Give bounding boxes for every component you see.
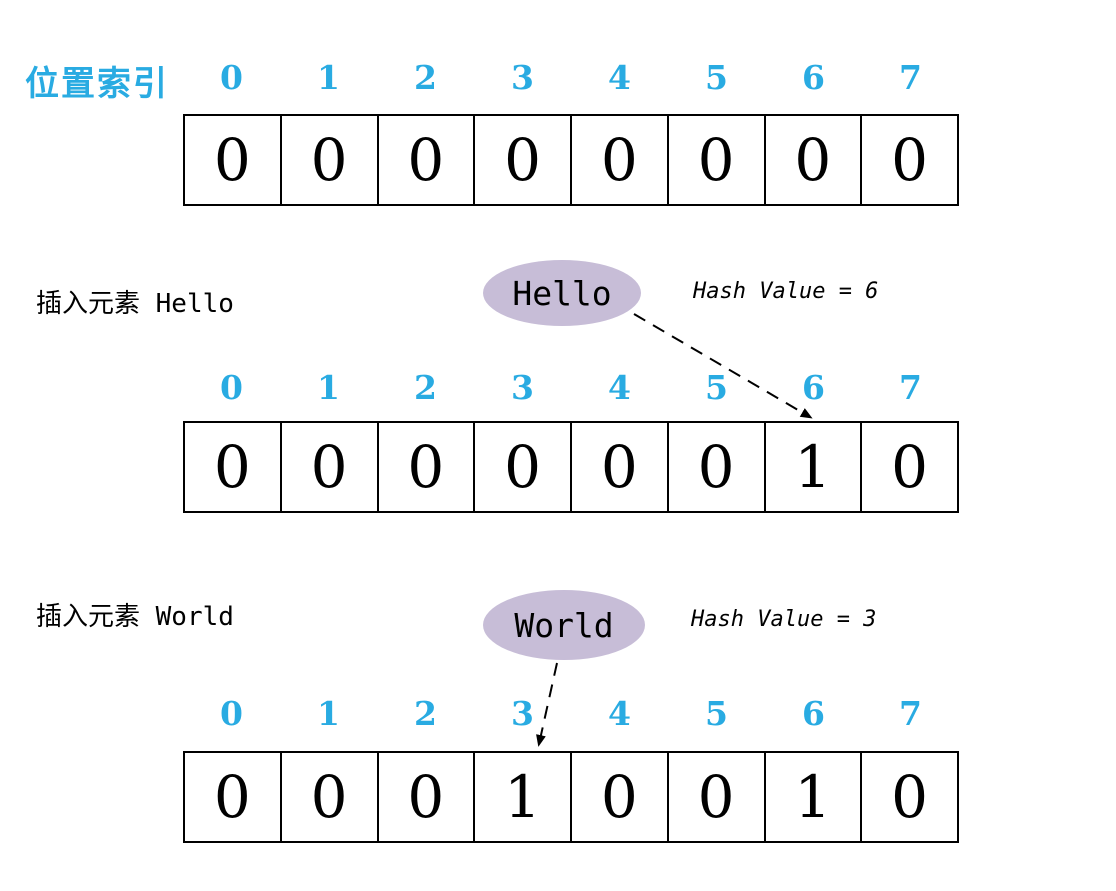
index-label: 6 [802,694,825,733]
index-label: 0 [220,368,243,407]
bit-cell: 0 [763,114,863,206]
bit-cell: 0 [666,421,766,513]
index-label: 4 [608,368,631,407]
bit-cell: 0 [279,421,379,513]
index-label: 7 [899,694,922,733]
index-label: 3 [511,368,534,407]
index-label: 7 [899,58,922,97]
bit-array-initial: 0 0 0 0 0 0 0 0 [183,114,959,206]
index-label: 6 [802,58,825,97]
bit-cell: 0 [570,751,669,843]
bit-cell: 0 [860,421,959,513]
bit-array-after-hello: 0 0 0 0 0 0 1 0 [183,421,959,513]
bit-cell: 0 [860,751,959,843]
bit-cell: 0 [570,421,669,513]
bit-cell: 0 [279,114,379,206]
bit-cell: 0 [473,114,572,206]
index-label: 1 [317,694,340,733]
bit-cell: 0 [279,751,379,843]
index-label: 6 [802,368,825,407]
index-label: 2 [414,58,437,97]
index-label: 7 [899,368,922,407]
index-row-hello: 0 1 2 3 4 5 6 7 [183,368,959,408]
index-label: 0 [220,694,243,733]
hash-value-note-world: Hash Value = 3 [691,607,877,632]
index-label: 2 [414,368,437,407]
index-label: 5 [705,58,728,97]
index-label: 1 [317,368,340,407]
index-label: 2 [414,694,437,733]
bit-cell: 0 [376,114,476,206]
hash-value-note-hello: Hash Value = 6 [693,279,879,304]
element-ellipse-world: World [483,590,645,660]
index-label: 4 [608,694,631,733]
index-row-world: 0 1 2 3 4 5 6 7 [183,694,959,734]
index-label: 1 [317,58,340,97]
index-label: 0 [220,58,243,97]
element-ellipse-hello: Hello [483,260,641,326]
insert-element-hello-label: 插入元素 Hello [36,289,234,319]
bit-cell: 0 [860,114,959,206]
bit-cell: 0 [376,421,476,513]
position-index-title: 位置索引 [25,64,169,104]
bit-cell: 0 [183,421,282,513]
index-label: 3 [511,694,534,733]
bit-cell: 0 [183,114,282,206]
bit-cell: 1 [763,421,863,513]
bit-cell: 1 [473,751,572,843]
bit-cell: 0 [666,751,766,843]
bit-cell: 0 [570,114,669,206]
bit-cell: 0 [376,751,476,843]
bit-cell: 0 [473,421,572,513]
bit-cell: 0 [183,751,282,843]
index-row-initial: 0 1 2 3 4 5 6 7 [183,58,959,98]
insert-element-world-label: 插入元素 World [36,602,234,632]
index-label: 5 [705,694,728,733]
bit-array-after-world: 0 0 0 1 0 0 1 0 [183,751,959,843]
bit-cell: 0 [666,114,766,206]
index-label: 3 [511,58,534,97]
bit-cell: 1 [763,751,863,843]
index-label: 4 [608,58,631,97]
index-label: 5 [705,368,728,407]
